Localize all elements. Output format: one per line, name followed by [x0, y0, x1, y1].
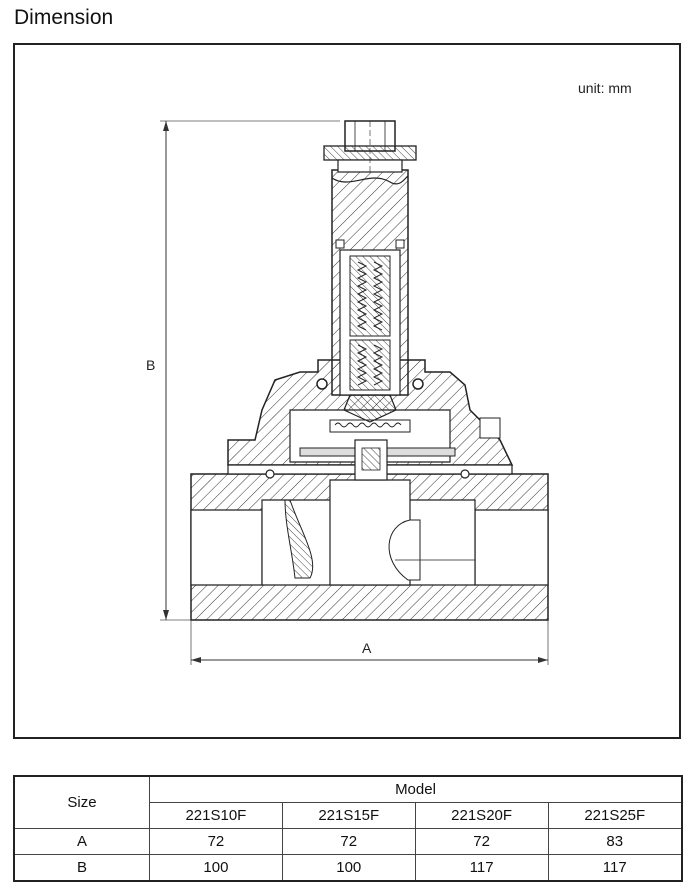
row-label: A [13, 828, 150, 855]
drawing-frame [13, 43, 681, 739]
valve-cross-section-drawing: B A [146, 120, 549, 665]
model-row: 221S10F 221S15F 221S20F 221S25F [14, 802, 683, 829]
dimension-table: Size Model 221S10F 221S15F 221S20F 221S2… [13, 775, 683, 882]
dim-a-label: A [362, 640, 372, 656]
model-cell: 221S10F [149, 802, 283, 829]
table-cell: 100 [149, 854, 283, 882]
model-cell: 221S20F [414, 802, 549, 829]
table-cell: 72 [414, 828, 549, 855]
table-cell: 72 [281, 828, 416, 855]
model-header: Model [149, 775, 683, 803]
row-label: B [13, 854, 150, 882]
dimension-b [160, 120, 340, 621]
plunger-tube [331, 169, 409, 423]
table-cell: 117 [414, 854, 549, 882]
valve-body [190, 473, 549, 621]
table-header-row: Size Model [13, 775, 683, 829]
table-cell: 83 [547, 828, 683, 855]
dimension-a [190, 620, 549, 665]
unit-label: unit: mm [578, 80, 632, 96]
model-cell: 221S15F [281, 802, 416, 829]
table-cell: 72 [149, 828, 283, 855]
table-row: B 100 100 117 117 [13, 854, 683, 882]
table-cell: 117 [547, 854, 683, 882]
model-cell: 221S25F [547, 802, 683, 829]
size-header: Size [13, 775, 150, 829]
table-cell: 100 [281, 854, 416, 882]
dim-b-label: B [146, 357, 155, 373]
table-row: A 72 72 72 83 [13, 828, 683, 855]
page-title: Dimension [14, 6, 114, 29]
top-nut [323, 120, 417, 173]
